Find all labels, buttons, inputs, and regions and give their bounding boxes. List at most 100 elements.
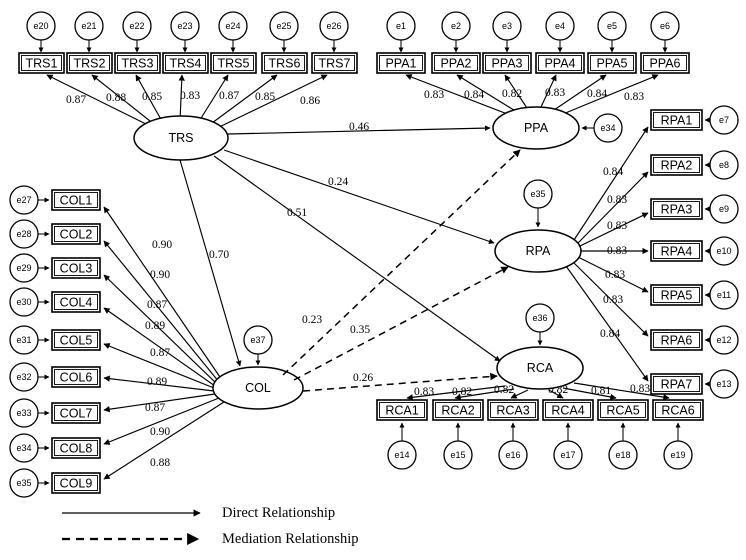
indicator-trs7 bbox=[311, 52, 358, 74]
rpa-loading-edges bbox=[565, 126, 649, 382]
latent-node-col bbox=[212, 366, 304, 410]
col-loading-edges bbox=[103, 206, 225, 480]
indicator-col4 bbox=[51, 291, 101, 313]
indicator-label-col1: COL1 bbox=[60, 194, 93, 208]
error-label-e12: e12 bbox=[716, 335, 731, 345]
indicator-label-rca5: RCA5 bbox=[606, 404, 639, 418]
trs-error-circles: e20 e21 e22 e23 e24 e25 e26 bbox=[26, 11, 349, 53]
rpa-error-circles: e7 e8 e9 e10 e11 e12 e13 bbox=[704, 105, 739, 399]
indicator-label-rpa7: RPA7 bbox=[661, 378, 693, 392]
indicator-label-rpa5: RPA5 bbox=[661, 289, 693, 303]
path-label-trs-rca: 0.51 bbox=[287, 207, 307, 219]
loading-rca1: 0.83 bbox=[414, 386, 434, 398]
indicator-rpa2 bbox=[650, 154, 703, 176]
error-label-e32: e32 bbox=[16, 372, 31, 382]
col-measurement-group: e27 e28 e29 e30 e31 e32 e33 bbox=[9, 185, 304, 498]
indicator-ppa1-inner bbox=[379, 55, 423, 71]
indicator-ppa3-inner bbox=[485, 55, 529, 71]
path-trs-rca bbox=[213, 155, 501, 362]
indicator-label-col4: COL4 bbox=[60, 296, 93, 310]
edge-trs-trs4 bbox=[178, 74, 185, 122]
loading-trs1: 0.87 bbox=[66, 94, 86, 106]
indicator-rca3-inner bbox=[490, 402, 536, 418]
latent-label-rpa: RPA bbox=[526, 244, 551, 258]
indicator-trs6-inner bbox=[264, 55, 305, 71]
disturbance-label-ppa: e34 bbox=[600, 123, 615, 133]
loading-col4: 0.89 bbox=[145, 320, 165, 332]
edge-ppa-ppa4 bbox=[540, 74, 557, 108]
edge-col-col4 bbox=[103, 307, 216, 387]
edge-col-col3 bbox=[103, 274, 218, 385]
indicator-label-trs1: TRS1 bbox=[26, 57, 58, 71]
edge-rca-rca2 bbox=[454, 388, 515, 401]
indicator-label-ppa4: PPA4 bbox=[544, 57, 575, 71]
error-label-e5: e5 bbox=[607, 21, 617, 31]
rpa-indicator-boxes: RPA1 RPA2 RPA3 RPA4 RPA5 RPA6 RPA7 bbox=[650, 109, 703, 395]
loading-ppa6: 0.83 bbox=[624, 91, 644, 103]
indicator-col9 bbox=[51, 472, 101, 494]
indicator-label-trs5: TRS5 bbox=[218, 57, 250, 71]
loading-col3: 0.87 bbox=[147, 299, 167, 311]
error-label-e35-col: e35 bbox=[16, 478, 31, 488]
loading-col1: 0.90 bbox=[152, 239, 172, 251]
path-label-col-rca: 0.26 bbox=[353, 372, 373, 384]
disturbance-label-col: e37 bbox=[250, 335, 265, 345]
error-label-e11: e11 bbox=[717, 290, 731, 300]
error-label-e10: e10 bbox=[716, 246, 731, 256]
indicator-trs3-inner bbox=[117, 55, 158, 71]
indicator-rpa3-inner bbox=[653, 201, 700, 217]
indicator-trs4 bbox=[162, 52, 209, 74]
legend: Direct Relationship Mediation Relationsh… bbox=[62, 505, 359, 547]
loading-rca6: 0.83 bbox=[630, 383, 650, 395]
latent-label-trs: TRS bbox=[169, 131, 194, 145]
error-label-e23: e23 bbox=[177, 21, 192, 31]
indicator-trs3 bbox=[114, 52, 161, 74]
indicator-trs5 bbox=[210, 52, 257, 74]
loading-rpa3: 0.83 bbox=[607, 220, 627, 232]
indicator-rca4-inner bbox=[545, 402, 591, 418]
loading-rpa5: 0.83 bbox=[605, 269, 625, 281]
error-label-e17: e17 bbox=[560, 450, 575, 460]
loading-col5: 0.87 bbox=[150, 347, 170, 359]
indicator-label-rca6: RCA6 bbox=[661, 404, 694, 418]
latent-node-trs bbox=[133, 115, 229, 161]
path-label-col-ppa: 0.23 bbox=[302, 314, 322, 326]
ppa-loading-labels: 0.83 0.84 0.82 0.83 0.84 0.83 bbox=[424, 87, 644, 103]
indicator-label-col8: COL8 bbox=[60, 442, 93, 456]
legend-label-direct: Direct Relationship bbox=[222, 505, 335, 521]
path-label-col-rpa: 0.35 bbox=[350, 324, 370, 336]
loading-trs4: 0.83 bbox=[180, 90, 200, 102]
indicator-label-rpa4: RPA4 bbox=[661, 245, 693, 259]
indicator-label-col3: COL3 bbox=[60, 262, 93, 276]
path-label-trs-rpa: 0.24 bbox=[328, 176, 348, 188]
loading-col8: 0.90 bbox=[150, 426, 170, 438]
edge-trs-trs5 bbox=[197, 74, 229, 124]
error-label-e13: e13 bbox=[716, 379, 731, 389]
indicator-trs4-inner bbox=[165, 55, 206, 71]
error-label-e1: e1 bbox=[396, 21, 406, 31]
indicator-rca6-inner bbox=[655, 402, 701, 418]
error-label-e4: e4 bbox=[555, 21, 565, 31]
indicator-rpa2-inner bbox=[653, 157, 700, 173]
error-label-e25: e25 bbox=[276, 21, 291, 31]
indicator-trs1-inner bbox=[21, 55, 62, 71]
error-label-e6: e6 bbox=[660, 21, 670, 31]
edge-rca-rca3 bbox=[510, 389, 529, 399]
loading-rpa6: 0.83 bbox=[603, 294, 623, 306]
indicator-rpa4-inner bbox=[653, 243, 700, 259]
edge-rca-rca5 bbox=[562, 387, 617, 401]
error-label-e31: e31 bbox=[16, 335, 31, 345]
path-trs-ppa bbox=[227, 125, 491, 135]
edge-ppa-ppa3 bbox=[504, 74, 528, 109]
error-label-e7: e7 bbox=[719, 115, 729, 125]
error-label-e29: e29 bbox=[16, 263, 31, 273]
indicator-rca6 bbox=[652, 399, 704, 421]
loading-ppa4: 0.83 bbox=[545, 87, 565, 99]
edge-col-col2 bbox=[103, 240, 220, 383]
structural-mediation-paths: 0.23 0.35 0.26 bbox=[282, 149, 521, 392]
edge-trs-trs7 bbox=[212, 74, 328, 131]
indicator-label-rpa6: RPA6 bbox=[661, 334, 693, 348]
indicator-rca2-inner bbox=[435, 402, 481, 418]
indicator-rca1-inner bbox=[379, 402, 425, 418]
